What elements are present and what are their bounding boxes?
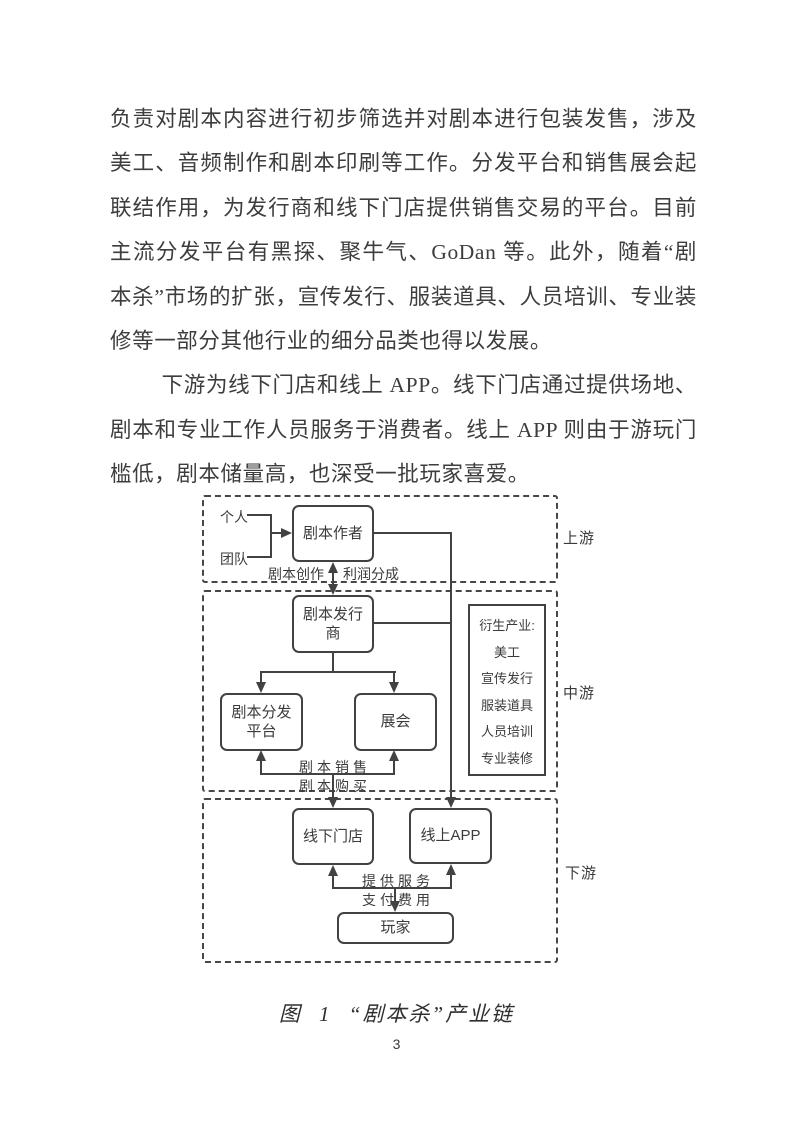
downstream-label: 下游 xyxy=(565,865,598,882)
label-provide-service: 提供服务 xyxy=(362,873,434,889)
derivative-item: 宣传发行 xyxy=(480,671,533,686)
node-online-app: 线上APP xyxy=(409,808,492,864)
arrowhead-down xyxy=(389,682,399,693)
connector-line xyxy=(372,622,452,624)
node-offline-store: 线下门店 xyxy=(292,808,374,865)
derivative-item: 人员培训 xyxy=(480,724,533,739)
connector-line xyxy=(332,887,452,889)
source-team-label: 团队 xyxy=(220,551,248,567)
connector-line xyxy=(332,875,334,889)
connector-line xyxy=(260,671,262,683)
arrowhead-up xyxy=(389,750,399,761)
label-script-creation: 剧本创作 xyxy=(268,566,324,582)
connector-line xyxy=(332,571,334,587)
arrowhead-right xyxy=(281,528,292,538)
connector-line xyxy=(450,873,452,889)
connector-line xyxy=(450,532,452,798)
node-player: 玩家 xyxy=(337,912,454,944)
arrowhead-up xyxy=(328,865,338,876)
derivative-item: 服装道具 xyxy=(480,697,533,713)
bracket-line xyxy=(247,556,272,558)
page-number: 3 xyxy=(392,1036,401,1052)
label-script-sales: 剧本销售 xyxy=(299,759,371,775)
label-pay-fee: 支付费用 xyxy=(362,892,434,908)
label-profit-share: 利润分成 xyxy=(343,566,399,582)
downstream-section-box xyxy=(202,798,558,963)
midstream-section-box xyxy=(202,590,558,792)
connector-line xyxy=(260,671,396,673)
connector-line xyxy=(332,773,334,798)
connector-line xyxy=(260,760,262,775)
arrowhead-down xyxy=(328,797,338,808)
connector-line xyxy=(394,887,396,903)
derivative-title: 衍生产业: xyxy=(479,618,535,633)
derivative-item: 美工 xyxy=(493,644,520,660)
source-individual-label: 个人 xyxy=(220,509,248,525)
arrowhead-down xyxy=(446,797,456,808)
figure-caption: 图 1 “剧本杀”产业链 xyxy=(278,1002,515,1026)
arrowhead-up xyxy=(256,750,266,761)
bracket-line xyxy=(247,514,272,516)
midstream-label: 中游 xyxy=(563,685,596,702)
arrowhead-up xyxy=(446,864,456,875)
node-expo: 展会 xyxy=(354,693,437,751)
connector-line xyxy=(372,532,452,534)
connector-line xyxy=(393,760,395,775)
arrowhead-down xyxy=(328,584,338,595)
paragraph-2: 下游为线下门店和线上 APP。线下门店通过提供场地、剧本和专业工作人员服务于消费… xyxy=(110,373,697,487)
bracket-arrow-line xyxy=(270,532,282,534)
upstream-section-box xyxy=(202,495,558,583)
derivative-industries-box: 衍生产业: 美工 宣传发行 服装道具 人员培训 专业装修 xyxy=(468,604,546,776)
connector-line xyxy=(260,773,395,775)
derivative-item: 专业装修 xyxy=(480,750,533,766)
upstream-label: 上游 xyxy=(563,530,596,547)
node-script-publisher: 剧本发行商 xyxy=(292,595,374,653)
connector-line xyxy=(393,671,395,683)
node-script-author: 剧本作者 xyxy=(292,505,374,562)
paragraph-1: 负责对剧本内容进行初步筛选并对剧本进行包装发售，涉及美工、音频制作和剧本印刷等工… xyxy=(110,107,697,354)
body-text: 负责对剧本内容进行初步筛选并对剧本进行包装发售，涉及美工、音频制作和剧本印刷等工… xyxy=(110,97,697,497)
node-distribution-platform: 剧本分发平台 xyxy=(220,693,303,751)
arrowhead-up xyxy=(328,562,338,573)
bracket-line xyxy=(270,514,272,558)
label-script-purchase: 剧本购买 xyxy=(299,778,371,794)
connector-line xyxy=(332,651,334,673)
arrowhead-down xyxy=(390,901,400,912)
arrowhead-down xyxy=(256,682,266,693)
